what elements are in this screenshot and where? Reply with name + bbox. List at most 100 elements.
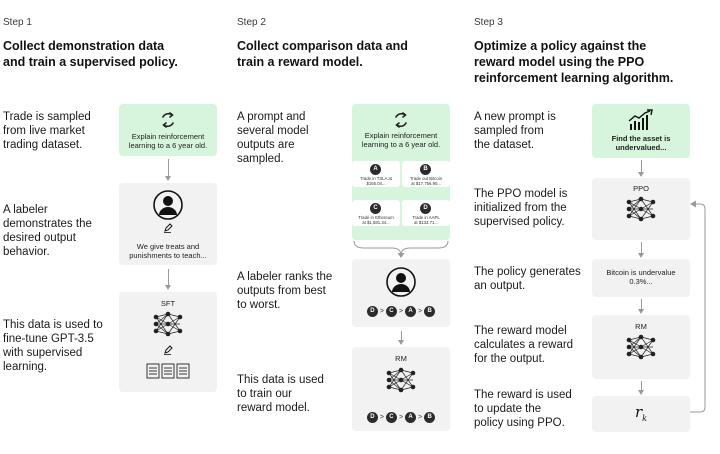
step3-reward-card: rk: [592, 396, 690, 432]
desc-line: reward model.: [237, 402, 310, 414]
step2-ranking-card: D > C > A > B: [352, 259, 450, 327]
step2-title-line2: train a reward model.: [237, 55, 363, 69]
output-line: $165.04...: [366, 181, 386, 186]
step1-demo-text: We give treats and punishments to teach.…: [119, 242, 217, 260]
reward-symbol: rk: [592, 403, 690, 423]
output-text: Trade in TSLA at $165.04...: [354, 176, 398, 186]
desc-line: fine-tune GPT-3.5: [3, 333, 94, 345]
step2-desc-3: This data is used to train our reward mo…: [237, 373, 324, 415]
output-card-b: B Trade out Bitcoin at $17,756.90...: [402, 161, 450, 187]
step1-title-line1: Collect demonstration data: [3, 39, 165, 53]
output-badge: D: [420, 203, 431, 214]
desc-line: to train our: [237, 388, 292, 400]
desc-line: desired output: [3, 232, 76, 244]
step3-title-line1: Optimize a policy against the: [474, 39, 647, 53]
rank-badge: C: [385, 411, 397, 423]
step3-desc-3: The policy generates an output.: [474, 265, 581, 293]
demo-line: punishments to teach...: [129, 251, 207, 260]
output-card-d: D Trade in AAPL at $133.71...: [402, 200, 450, 226]
output-badge: A: [370, 164, 381, 175]
desc-line: outputs are: [237, 139, 295, 151]
step3-desc-5: The reward is used to update the policy …: [474, 388, 572, 430]
step1-desc-1: Trade is sampled from live market tradin…: [3, 110, 91, 152]
desc-line: The reward is used: [474, 389, 572, 401]
output-text: Trade out Bitcoin at $17,756.90...: [404, 176, 448, 186]
rank-separator: >: [379, 307, 384, 315]
desc-line: with supervised: [3, 347, 83, 359]
arrow-down: [638, 160, 644, 177]
desc-line: This data is used: [237, 374, 324, 386]
step3-output-text: Bitcoin is undervalue 0.3%...: [592, 268, 690, 286]
desc-line: A prompt and: [237, 111, 306, 123]
step2-prompt-card: Explain reinforcement learning to a 6 ye…: [352, 104, 450, 240]
output-text: Trade in AAPL at $133.71...: [404, 215, 448, 225]
output-line: Trade out Bitcoin: [409, 176, 443, 181]
desc-line: to update the: [474, 403, 542, 415]
desc-line: from live market: [3, 125, 85, 137]
step2-title-line1: Collect comparison data and: [237, 39, 408, 53]
neural-network-icon: [153, 311, 183, 337]
step3-title: Optimize a policy against the reward mod…: [474, 38, 673, 86]
step2-desc-2: A labeler ranks the outputs from best to…: [237, 270, 332, 312]
step2-title: Collect comparison data and train a rewa…: [237, 38, 408, 70]
prompt-line: Find the asset is: [611, 134, 671, 143]
sft-label: SFT: [160, 299, 176, 308]
step3-desc-4: The reward model calculates a reward for…: [474, 324, 573, 366]
rm-label: RM: [395, 354, 407, 363]
rank-badge: A: [405, 305, 417, 317]
rm-label: RM: [635, 322, 647, 331]
desc-line: sampled from: [474, 125, 544, 137]
desc-line: for the output.: [474, 353, 545, 365]
rank-badge: B: [424, 411, 436, 423]
step1-title: Collect demonstration data and train a s…: [3, 38, 178, 70]
output-text: Trade in Ethereum at $1,681.34...: [354, 215, 398, 225]
step1-sft-card: SFT: [119, 292, 217, 392]
prompt-line: Explain reinforcement: [131, 132, 205, 141]
rank-badge: C: [385, 305, 397, 317]
desc-line: initialized from the: [474, 202, 567, 214]
person-icon: [386, 267, 416, 297]
step1-labeler-card: We give treats and punishments to teach.…: [119, 183, 217, 265]
desc-line: trading dataset.: [3, 139, 83, 151]
prompt-line: learning to a 6 year old.: [128, 141, 208, 150]
output-line: Trade in Ethereum: [358, 215, 394, 220]
growth-chart-icon: [628, 109, 653, 130]
step1-label: Step 1: [3, 17, 32, 28]
pencil-icon: [164, 223, 173, 233]
person-icon: [153, 190, 183, 220]
desc-line: an output.: [474, 280, 526, 292]
recycle-icon: [395, 112, 407, 128]
step3-desc-2: The PPO model is initialized from the su…: [474, 187, 567, 229]
desc-line: to worst.: [237, 299, 281, 311]
step2-label: Step 2: [237, 17, 266, 28]
ppo-label: PPO: [633, 184, 649, 193]
output-card-c: C Trade in Ethereum at $1,681.34...: [352, 200, 400, 226]
output-card-a: A Trade in TSLA at $165.04...: [352, 161, 400, 187]
desc-line: This data is used to: [3, 319, 103, 331]
desc-line: A new prompt is: [474, 111, 556, 123]
desc-line: outputs from best: [237, 285, 326, 297]
step3-prompt-text: Find the asset is undervalued...: [592, 134, 690, 152]
rank-badge: A: [405, 411, 417, 423]
arrow-down: [165, 269, 171, 290]
arrow-down: [638, 242, 644, 258]
desc-line: supervised policy.: [474, 216, 565, 228]
rank-separator: >: [398, 307, 404, 315]
step3-output-card: Bitcoin is undervalue 0.3%...: [592, 259, 690, 297]
ranking-row: D > C > A > B: [352, 411, 450, 423]
step3-title-line3: reinforcement learning algorithm.: [474, 71, 674, 85]
reward-r: r: [634, 403, 643, 421]
step2-prompt-text: Explain reinforcement learning to a 6 ye…: [352, 131, 450, 149]
desc-line: demonstrates the: [3, 218, 92, 230]
output-line: at $133.71...: [414, 220, 438, 225]
prompt-line: learning to a 6 year old.: [361, 140, 441, 149]
rank-separator: >: [379, 413, 384, 421]
desc-line: Trade is sampled: [3, 111, 91, 123]
arrow-down: [638, 381, 644, 395]
bracket-connector: [353, 240, 449, 258]
step3-title-line2: reward model using the PPO: [474, 55, 645, 69]
prompt-line: undervalued...: [615, 143, 667, 152]
output-line: Trade in TSLA at: [359, 176, 392, 181]
step1-prompt-text: Explain reinforcement learning to a 6 ye…: [119, 132, 217, 150]
rank-badge: D: [366, 411, 378, 423]
